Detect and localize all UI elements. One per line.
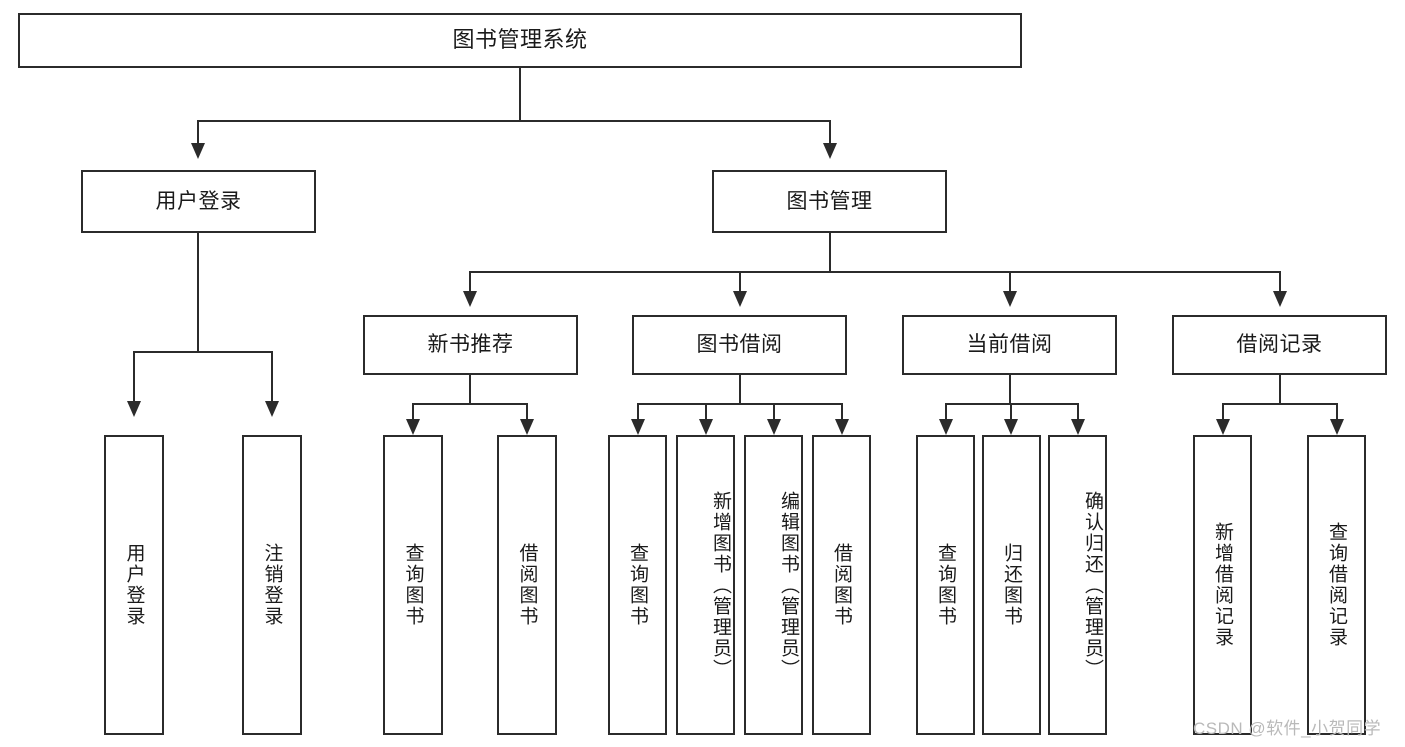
arrow-icon-leaf-add-book (699, 419, 713, 435)
leaf-user-login[interactable]: 用户登录 (104, 435, 164, 735)
connector-bm-drop-2 (739, 271, 741, 293)
arrow-icon-leaf-edit-book (767, 419, 781, 435)
connector-br-bus (1222, 403, 1338, 405)
connector-book-manage-stem (829, 233, 831, 273)
leaf-logout[interactable]: 注销登录 (242, 435, 302, 735)
watermark-text: CSDN @软件_小贺同学 (1193, 719, 1382, 738)
connector-bb-stem (739, 375, 741, 405)
arrow-icon-to-user-login (191, 143, 205, 159)
arrow-icon-to-book-borrow (733, 291, 747, 307)
node-book-manage[interactable]: 图书管理 (712, 170, 947, 233)
connector-cb-bus (945, 403, 1079, 405)
arrow-icon-leaf-query-book-2 (631, 419, 645, 435)
connector-user-login-bus (133, 351, 273, 353)
node-new-book-rec[interactable]: 新书推荐 (363, 315, 578, 375)
connector-br-stem (1279, 375, 1281, 405)
connector-cb-drop-3 (1077, 403, 1079, 423)
leaf-confirm-return[interactable]: 确认归还（管理员） (1048, 435, 1107, 735)
leaf-borrow-book-1[interactable]: 借阅图书 (497, 435, 557, 735)
connector-bb-drop-4 (841, 403, 843, 423)
node-current-borrow[interactable]: 当前借阅 (902, 315, 1117, 375)
node-user-login[interactable]: 用户登录 (81, 170, 316, 233)
connector-root-drop-2 (829, 120, 831, 145)
arrow-icon-to-new-book-rec (463, 291, 477, 307)
connector-book-manage-bus (469, 271, 1281, 273)
node-book-borrow[interactable]: 图书借阅 (632, 315, 847, 375)
connector-br-drop-1 (1222, 403, 1224, 423)
connector-nbr-drop-1 (412, 403, 414, 423)
arrow-icon-to-borrow-record (1273, 291, 1287, 307)
arrow-icon-leaf-confirm-return (1071, 419, 1085, 435)
leaf-return-book[interactable]: 归还图书 (982, 435, 1041, 735)
connector-bb-drop-2 (705, 403, 707, 423)
arrow-icon-leaf-query-book-3 (939, 419, 953, 435)
leaf-add-book[interactable]: 新增图书（管理员） (676, 435, 735, 735)
leaf-query-book-1[interactable]: 查询图书 (383, 435, 443, 735)
connector-root-bus (197, 120, 831, 122)
arrow-icon-leaf-borrow-book-1 (520, 419, 534, 435)
arrow-icon-leaf-query-book-1 (406, 419, 420, 435)
connector-nbr-bus (412, 403, 528, 405)
connector-user-login-drop-2 (271, 351, 273, 403)
node-root[interactable]: 图书管理系统 (18, 13, 1022, 68)
arrow-icon-leaf-add-record (1216, 419, 1230, 435)
arrow-icon-leaf-query-record (1330, 419, 1344, 435)
connector-cb-drop-2 (1010, 403, 1012, 423)
leaf-query-record[interactable]: 查询借阅记录 (1307, 435, 1366, 735)
connector-root-drop-1 (197, 120, 199, 145)
arrow-icon-leaf-user-login (127, 401, 141, 417)
connector-root-stem (519, 68, 521, 121)
connector-nbr-drop-2 (526, 403, 528, 423)
arrow-icon-to-current-borrow (1003, 291, 1017, 307)
connector-br-drop-2 (1336, 403, 1338, 423)
arrow-icon-leaf-logout (265, 401, 279, 417)
connector-cb-stem (1009, 375, 1011, 405)
node-borrow-record[interactable]: 借阅记录 (1172, 315, 1387, 375)
arrow-icon-leaf-return-book (1004, 419, 1018, 435)
connector-bm-drop-3 (1009, 271, 1011, 293)
connector-bb-bus (637, 403, 843, 405)
leaf-borrow-book-2[interactable]: 借阅图书 (812, 435, 871, 735)
connector-cb-drop-1 (945, 403, 947, 423)
arrow-icon-leaf-borrow-book-2 (835, 419, 849, 435)
arrow-icon-to-book-manage (823, 143, 837, 159)
leaf-add-record[interactable]: 新增借阅记录 (1193, 435, 1252, 735)
connector-bm-drop-4 (1279, 271, 1281, 293)
connector-user-login-drop-1 (133, 351, 135, 403)
connector-bm-drop-1 (469, 271, 471, 293)
connector-user-login-stem (197, 233, 199, 353)
connector-bb-drop-1 (637, 403, 639, 423)
leaf-query-book-2[interactable]: 查询图书 (608, 435, 667, 735)
connector-nbr-stem (469, 375, 471, 405)
leaf-query-book-3[interactable]: 查询图书 (916, 435, 975, 735)
connector-bb-drop-3 (773, 403, 775, 423)
leaf-edit-book[interactable]: 编辑图书（管理员） (744, 435, 803, 735)
